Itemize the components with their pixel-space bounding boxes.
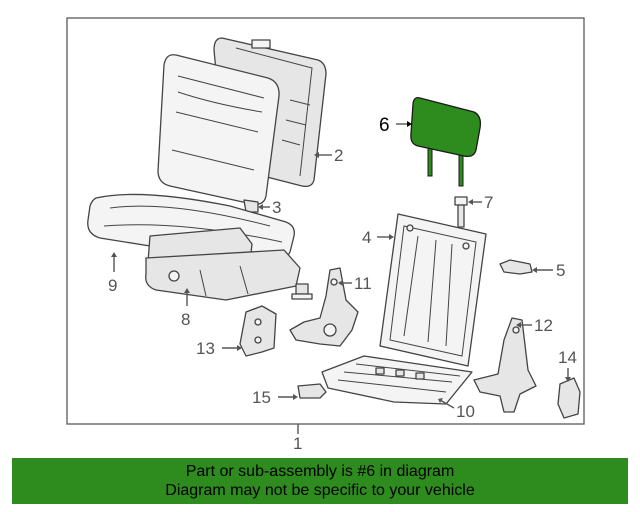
part-13-bracket[interactable] <box>239 305 277 357</box>
callout-2: 2 <box>334 146 343 165</box>
callout-13: 13 <box>196 339 215 358</box>
part-15-latch[interactable] <box>297 383 327 399</box>
callout-6: 6 <box>379 115 390 136</box>
part-14-cap[interactable] <box>557 377 581 419</box>
part-4-back-frame[interactable] <box>379 213 487 367</box>
part-10-seat-pan[interactable] <box>321 355 473 405</box>
part-bolt[interactable] <box>291 283 313 300</box>
callout-14: 14 <box>558 348 577 367</box>
part-seatback-cushion[interactable] <box>157 54 280 205</box>
part-8-seat-base[interactable] <box>145 249 301 301</box>
part-info-banner: Part or sub-assembly is #6 in diagram Di… <box>12 458 628 504</box>
callout-12: 12 <box>534 316 553 335</box>
banner-line-part: Part or sub-assembly is #6 in diagram <box>185 463 455 480</box>
callout-8: 8 <box>181 310 190 329</box>
callout-3: 3 <box>272 198 281 217</box>
part-12-side-bracket[interactable] <box>473 317 537 413</box>
part-7-guide[interactable] <box>454 196 468 228</box>
callout-11: 11 <box>354 274 372 293</box>
callout-5: 5 <box>556 261 565 280</box>
callout-10: 10 <box>456 402 475 421</box>
part-5-release-handle[interactable] <box>499 259 533 275</box>
callout-4: 4 <box>362 228 371 247</box>
part-11-hinge-bracket[interactable] <box>289 267 359 347</box>
banner-line-disclaimer: Diagram may not be specific to your vehi… <box>165 482 475 499</box>
callout-7: 7 <box>484 193 493 212</box>
callout-9: 9 <box>108 276 117 295</box>
leader-lines <box>111 121 571 434</box>
part-3-clip[interactable] <box>243 199 259 213</box>
part-6-headrest[interactable] <box>410 96 482 187</box>
callout-15: 15 <box>252 388 271 407</box>
callout-1: 1 <box>293 434 302 453</box>
